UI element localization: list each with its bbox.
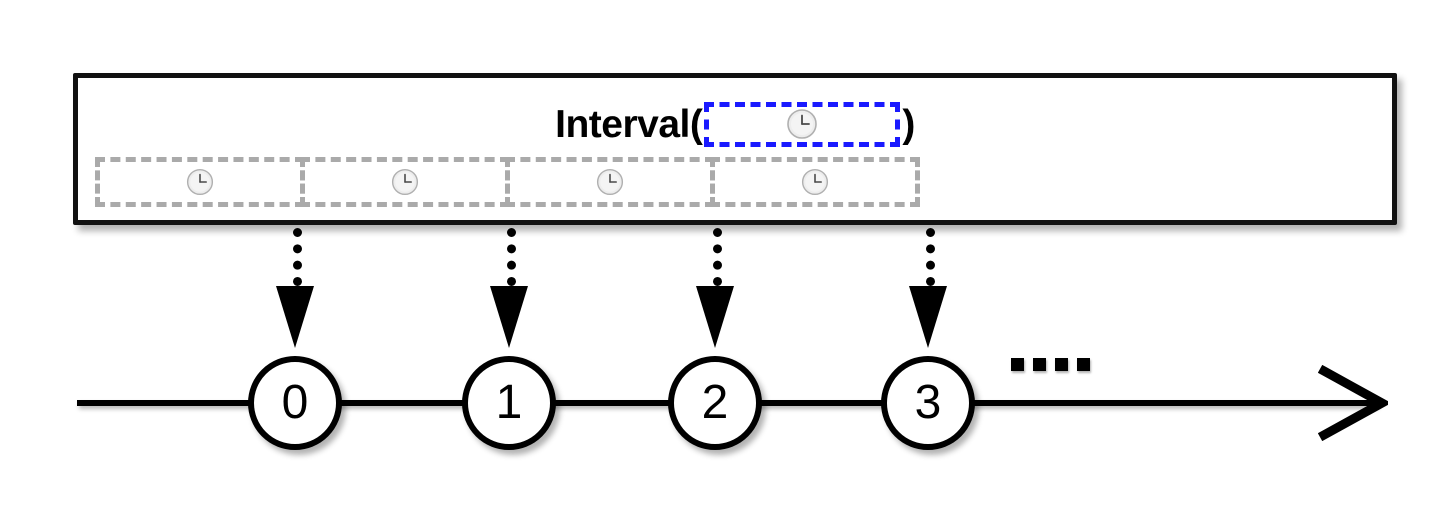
- interval-cell[interactable]: [505, 157, 715, 207]
- timeline-continuation-ellipsis: [1011, 358, 1090, 371]
- clock-icon: [801, 168, 829, 196]
- interval-title: Interval( ): [78, 98, 1392, 150]
- interval-cell[interactable]: [95, 157, 305, 207]
- arrow-right-icon: [1318, 365, 1388, 441]
- timeline-node-label: 0: [281, 376, 309, 429]
- interval-container-box: Interval( ): [73, 73, 1397, 225]
- highlighted-interval-slot[interactable]: [704, 101, 901, 147]
- timeline-node-label: 3: [914, 376, 942, 429]
- dotted-down-arrow-icon: [276, 228, 314, 348]
- interval-title-prefix: Interval(: [555, 102, 703, 146]
- timeline-node-0[interactable]: 0: [248, 356, 342, 450]
- clock-icon: [391, 168, 419, 196]
- timeline-node-2[interactable]: 2: [668, 356, 762, 450]
- dotted-down-arrow-icon: [909, 228, 947, 348]
- interval-cells-strip: [95, 157, 920, 207]
- timeline-node-1[interactable]: 1: [462, 356, 556, 450]
- clock-icon: [787, 109, 818, 139]
- dotted-down-arrow-icon: [696, 228, 734, 348]
- dotted-down-arrow-icon: [490, 228, 528, 348]
- timeline-node-3[interactable]: 3: [881, 356, 975, 450]
- timeline-node-label: 1: [495, 376, 523, 429]
- interval-cell[interactable]: [300, 157, 510, 207]
- timeline-node-label: 2: [701, 376, 729, 429]
- interval-cell[interactable]: [710, 157, 920, 207]
- clock-icon: [186, 168, 214, 196]
- clock-icon: [596, 168, 624, 196]
- interval-title-suffix: ): [902, 102, 915, 146]
